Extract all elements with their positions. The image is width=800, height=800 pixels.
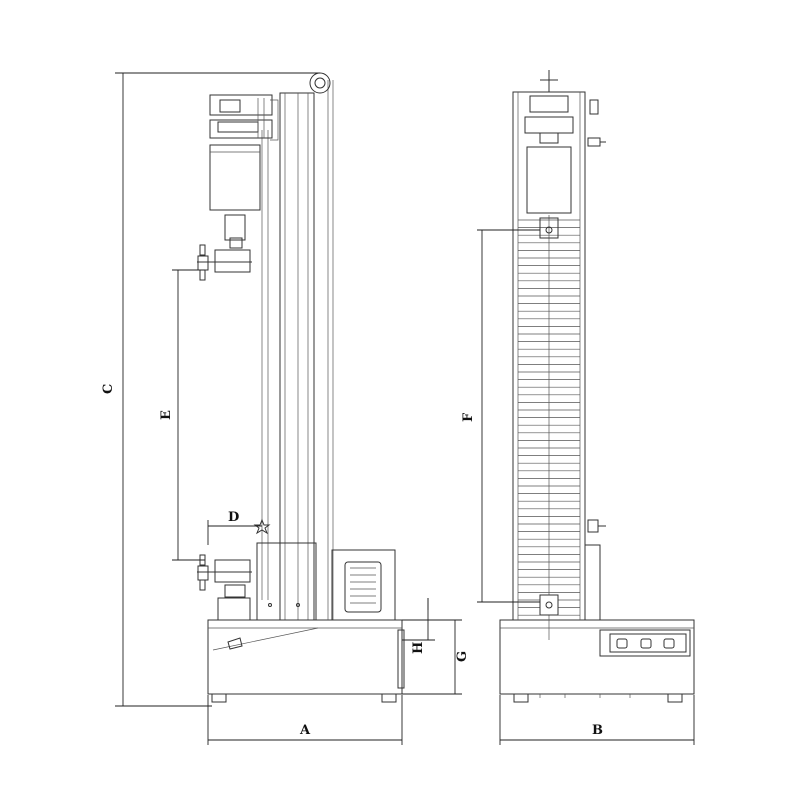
side-top-block: [209, 94, 273, 116]
limit-switch: [253, 518, 271, 535]
front-base: [499, 619, 695, 695]
front-crosshead: [526, 146, 572, 214]
side-base: [207, 619, 403, 695]
dimension-a-label: A: [299, 723, 311, 738]
dimension-c-label: C: [101, 384, 116, 394]
dimension-g-label: G: [455, 651, 470, 662]
front-lower-grip: [539, 594, 559, 616]
panel-button-3: [663, 638, 675, 649]
side-foot-right: [381, 693, 397, 703]
front-bellows: [518, 219, 580, 616]
dimension-d-label: D: [228, 510, 239, 525]
side-lower-housing: [256, 542, 317, 621]
dimension-lines: [115, 72, 695, 745]
panel-button-1: [616, 638, 628, 649]
side-foot-left: [211, 693, 227, 703]
front-upper-grip: [539, 217, 559, 239]
front-control-panel: [599, 629, 691, 657]
side-control-box: [331, 549, 396, 621]
side-crosshead: [209, 144, 261, 211]
panel-button-2: [640, 638, 652, 649]
side-lower-grip: [214, 559, 251, 583]
lifting-eye: [309, 72, 331, 94]
front-foot-right: [667, 693, 683, 703]
front-view: [499, 70, 695, 703]
dimension-h-label: H: [411, 642, 426, 654]
dimension-e-label: E: [159, 410, 174, 420]
dimension-b-label: B: [592, 723, 603, 738]
front-foot-left: [513, 693, 529, 703]
front-top-plate: [524, 116, 574, 134]
dimension-f-label: F: [461, 412, 476, 422]
side-upper-grip: [214, 249, 251, 273]
side-view: [197, 72, 405, 703]
